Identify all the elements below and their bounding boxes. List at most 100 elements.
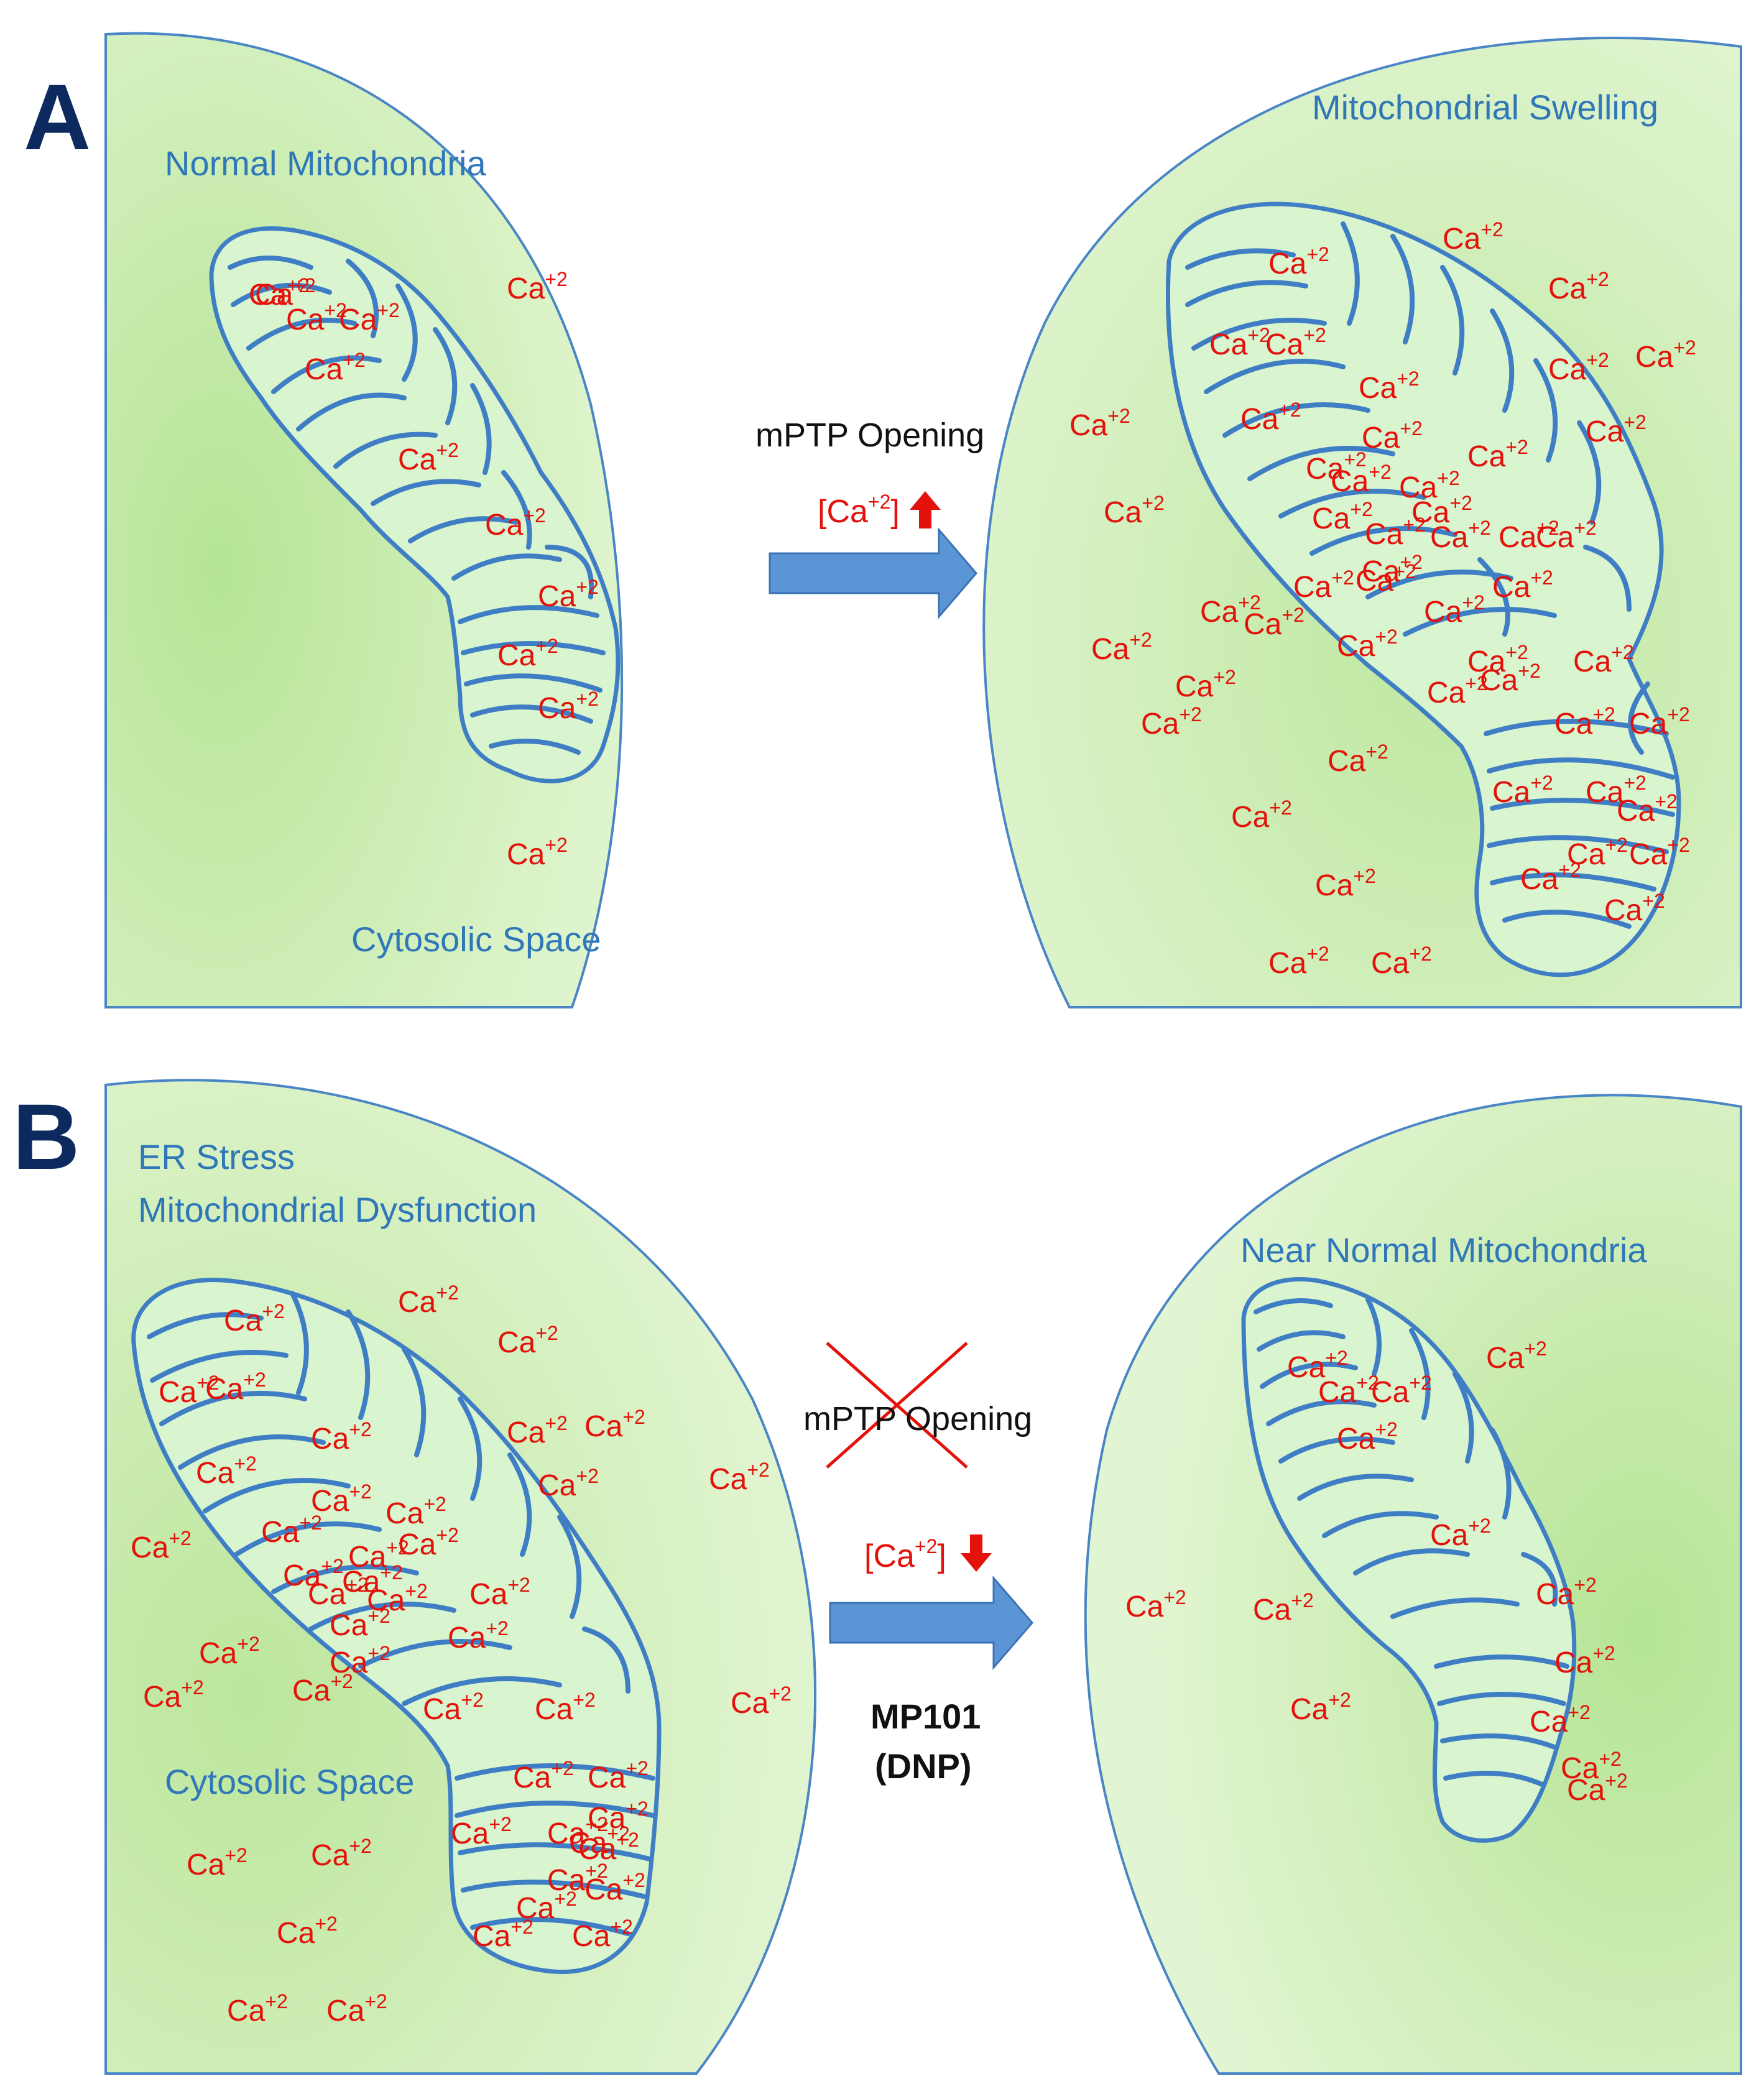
calcium-ion-label: Ca+2 xyxy=(1536,1574,1597,1611)
calcium-ion-label: Ca+2 xyxy=(311,1418,372,1456)
calcium-ion-label: Ca+2 xyxy=(1411,492,1472,529)
mitochondrion-normal xyxy=(209,226,621,783)
arrow-b xyxy=(829,1575,1033,1671)
calcium-ion-label: Ca+2 xyxy=(584,1869,645,1906)
calcium-ion-label: Ca+2 xyxy=(1290,1689,1351,1726)
calcium-ion-label: Ca+2 xyxy=(1175,666,1236,703)
calcium-ion-label: Ca+2 xyxy=(1244,604,1305,641)
calcium-ion-label: Ca+2 xyxy=(1315,865,1376,902)
panel-a xyxy=(104,32,1742,1008)
calcium-ion-label: Ca+2 xyxy=(1265,324,1326,361)
calcium-ion-label: Ca+2 xyxy=(1253,1589,1314,1627)
calcium-ion-label: Ca+2 xyxy=(1586,411,1646,448)
calcium-ion-label: Ca+2 xyxy=(227,1990,288,2028)
calcium-ion-label: Ca+2 xyxy=(1554,1642,1615,1679)
calcium-ion-label: Ca+2 xyxy=(731,1682,792,1720)
calcium-ions: Ca+2Ca+2Ca+2Ca+2Ca+2Ca+2Ca+2Ca+2Ca+2Ca+2… xyxy=(131,218,1696,2028)
calcium-ion-label: Ca+2 xyxy=(473,1916,533,1953)
calcium-ion-label: Ca+2 xyxy=(1069,405,1130,442)
calcium-ion-label: Ca+2 xyxy=(572,1916,633,1953)
calcium-ion-label: Ca+2 xyxy=(339,299,400,336)
panel-letter-a: A xyxy=(24,65,91,169)
calcium-ion-label: Ca+2 xyxy=(131,1527,192,1564)
calcium-ion-label: Ca+2 xyxy=(1424,591,1485,629)
calcium-ion-label: Ca+2 xyxy=(277,1913,338,1950)
panel-letter-b: B xyxy=(12,1084,80,1189)
arrow-up-icon xyxy=(910,491,941,528)
mitochondrion-swollen xyxy=(1165,201,1681,977)
calcium-ion-label: Ca+2 xyxy=(1293,566,1354,604)
calcium-ion-label: Ca+2 xyxy=(1312,498,1373,535)
calcium-ion-label: Ca+2 xyxy=(311,1480,372,1518)
calcium-ion-label: Ca+2 xyxy=(547,1813,608,1850)
calcium-ion-label: Ca+2 xyxy=(1567,834,1628,871)
cross-out-mark xyxy=(826,1342,968,1469)
title-mitochondrial-swelling: Mitochondrial Swelling xyxy=(1312,88,1658,127)
label-cytosolic-space-a: Cytosolic Space xyxy=(351,920,601,959)
calcium-ion-label: Ca+2 xyxy=(1125,1586,1186,1623)
calcium-ion-label: Ca+2 xyxy=(1362,417,1423,454)
arrow-a xyxy=(769,527,977,620)
calcium-ion-label: Ca+2 xyxy=(1209,324,1270,361)
calcium-ion-label: Ca+2 xyxy=(1548,349,1609,386)
mitochondrion-dysfunction xyxy=(131,1278,662,1974)
calcium-ion-label: Ca+2 xyxy=(342,1561,403,1599)
calcium-ion-label: Ca+2 xyxy=(1604,890,1665,927)
calcium-ion-label: Ca+2 xyxy=(569,1822,630,1860)
calcium-ion-label: Ca+2 xyxy=(1430,1515,1491,1552)
calcium-ion-label: Ca+2 xyxy=(1467,436,1528,473)
calcium-ion-label: Ca+2 xyxy=(497,1322,558,1359)
calcium-ion-label: Ca+2 xyxy=(1231,796,1292,834)
calcium-ion-label: Ca+2 xyxy=(1492,566,1553,604)
calcium-ion-label: Ca+2 xyxy=(1328,741,1388,778)
calcium-ion-label: Ca+2 xyxy=(1337,1418,1398,1456)
cristae-swollen xyxy=(1185,221,1675,929)
calcium-ion-label: Ca+2 xyxy=(1268,243,1329,280)
calcium-ion-label: Ca+2 xyxy=(386,1493,446,1530)
calcium-ion-label: Ca+2 xyxy=(159,1372,219,1409)
calcium-ion-label: Ca+2 xyxy=(1629,834,1690,871)
calcium-ion-label: Ca+2 xyxy=(547,1860,608,1897)
calcium-ion-label: Ca+2 xyxy=(1548,268,1609,305)
calcium-ion-label: Ca+2 xyxy=(1561,1748,1622,1785)
label-mptp-opening-a: mPTP Opening xyxy=(755,417,984,454)
calcium-ion-label: Ca+2 xyxy=(255,274,316,311)
calcium-ion-label: Ca+2 xyxy=(1371,1372,1432,1409)
calcium-ion-label: Ca+2 xyxy=(538,688,599,725)
calcium-ion-label: Ca+2 xyxy=(709,1459,770,1496)
calcium-ion-label: Ca+2 xyxy=(367,1580,428,1617)
calcium-ion-label: Ca+2 xyxy=(196,1452,257,1490)
calcium-ion-label: Ca+2 xyxy=(1530,1701,1591,1738)
mitochondrion-near-normal xyxy=(1241,1277,1577,1843)
calcium-ion-label: Ca+2 xyxy=(348,1536,409,1574)
cristae-normal xyxy=(228,256,606,755)
calcium-ion-label: Ca+2 xyxy=(497,635,558,672)
calcium-ion-label: Ca+2 xyxy=(451,1813,512,1850)
calcium-ion-label: Ca+2 xyxy=(516,1888,577,1925)
calcium-ion-label: Ca+2 xyxy=(249,274,310,311)
calcium-ion-label: Ca+2 xyxy=(507,268,568,305)
ca-indicator-a: [Ca+2] xyxy=(818,491,900,530)
title-mitochondrial-dysfunction: Mitochondrial Dysfunction xyxy=(138,1190,537,1229)
calcium-ion-label: Ca+2 xyxy=(330,1605,390,1642)
calcium-ion-label: Ca+2 xyxy=(1240,399,1301,436)
cristae-near-normal xyxy=(1254,1297,1569,1787)
calcium-ion-label: Ca+2 xyxy=(305,349,366,386)
calcium-ion-label: Ca+2 xyxy=(143,1676,204,1714)
calcium-ion-label: Ca+2 xyxy=(1520,859,1581,896)
calcium-ion-label: Ca+2 xyxy=(1427,672,1488,709)
calcium-ion-label: Ca+2 xyxy=(513,1757,574,1794)
calcium-ion-label: Ca+2 xyxy=(1480,660,1541,697)
calcium-ion-label: Ca+2 xyxy=(1141,703,1202,741)
drug-name: MP101 xyxy=(870,1697,981,1736)
calcium-ion-label: Ca+2 xyxy=(1492,772,1553,809)
calcium-ion-label: Ca+2 xyxy=(1306,448,1367,486)
calcium-ion-label: Ca+2 xyxy=(1586,772,1646,809)
cristae-dysfunction xyxy=(147,1291,655,1936)
calcium-ion-label: Ca+2 xyxy=(448,1617,509,1654)
calcium-ion-label: Ca+2 xyxy=(311,1835,372,1872)
calcium-ion-label: Ca+2 xyxy=(1359,367,1420,405)
calcium-ion-label: Ca+2 xyxy=(292,1670,353,1707)
calcium-ion-label: Ca+2 xyxy=(584,1406,645,1443)
